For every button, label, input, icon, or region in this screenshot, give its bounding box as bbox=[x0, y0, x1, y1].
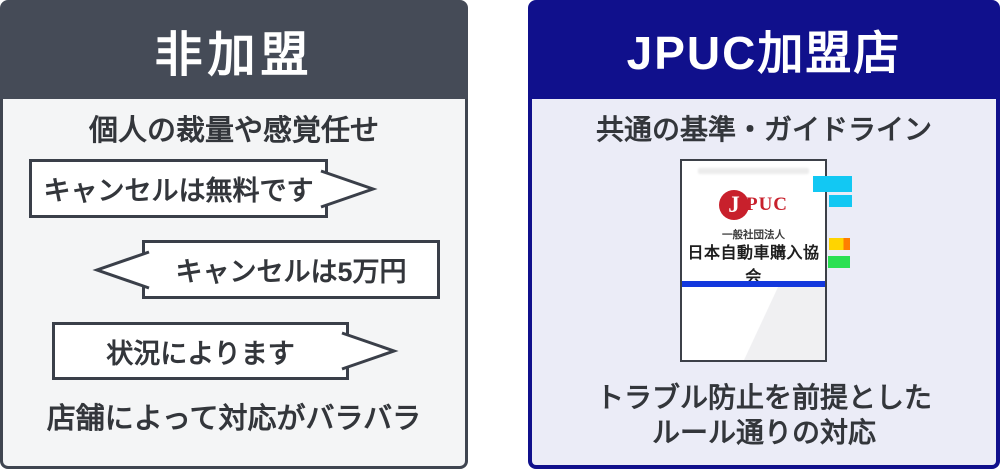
document-blue-band bbox=[682, 281, 825, 287]
speech-tail-left-icon bbox=[92, 250, 150, 289]
non-member-body: 個人の裁量や感覚任せ キャンセルは無料です キャンセルは5万円 状況によります bbox=[0, 99, 468, 469]
speech-bubble-cancel-50000: キャンセルは5万円 bbox=[92, 240, 440, 299]
jpuc-member-body: 共通の基準・ガイドライン J PUC 一般社団法人 日本自動車購入協会 トラブル… bbox=[528, 99, 1000, 469]
sticky-tab-green bbox=[828, 256, 850, 268]
jpuc-member-title: JPUC加盟店 bbox=[626, 26, 902, 79]
non-member-title: 非加盟 bbox=[154, 28, 314, 82]
sticky-tab-cyan-large bbox=[813, 176, 852, 192]
jpuc-member-panel: JPUC加盟店 共通の基準・ガイドライン J PUC 一般社団法人 日本自動車購… bbox=[528, 0, 1000, 469]
non-member-panel: 非加盟 個人の裁量や感覚任せ キャンセルは無料です キャンセルは5万円 状況によ… bbox=[0, 0, 468, 469]
org-type-label: 一般社団法人 bbox=[722, 229, 785, 241]
speech-tail-right-icon bbox=[320, 169, 378, 208]
guideline-document: J PUC 一般社団法人 日本自動車購入協会 bbox=[680, 159, 827, 362]
jpuc-bottom-caption-line2: ルール通りの対応 bbox=[651, 417, 876, 448]
org-name-label: 日本自動車購入協会 bbox=[687, 245, 820, 286]
speech-bubble-cancel-free: キャンセルは無料です bbox=[29, 159, 378, 218]
non-member-header: 非加盟 bbox=[0, 0, 468, 99]
document-lower-area bbox=[682, 286, 825, 360]
jpuc-logo-circle-icon: J bbox=[718, 190, 749, 220]
jpuc-bottom-caption: トラブル防止を前提とした ルール通りの対応 bbox=[532, 380, 996, 450]
jpuc-member-header: JPUC加盟店 bbox=[528, 0, 1000, 99]
document-faint-title bbox=[697, 168, 810, 174]
jpuc-top-caption: 共通の基準・ガイドライン bbox=[595, 114, 932, 145]
speech-bubble-depends: 状況によります bbox=[52, 322, 399, 380]
jpuc-logo: J PUC bbox=[682, 190, 825, 220]
jpuc-logo-text: PUC bbox=[745, 194, 789, 215]
speech-bubble-text: キャンセルは5万円 bbox=[175, 257, 407, 287]
jpuc-bottom-caption-line1: トラブル防止を前提とした bbox=[595, 382, 932, 413]
sticky-tab-cyan-small bbox=[829, 195, 852, 207]
speech-bubble-text: 状況によります bbox=[106, 338, 295, 369]
speech-bubble-text: キャンセルは無料です bbox=[43, 176, 314, 206]
speech-tail-right-icon bbox=[341, 331, 399, 371]
sticky-tab-yellow bbox=[829, 238, 850, 250]
non-member-bottom-caption: 店舗によって対応がバラバラ bbox=[46, 403, 422, 435]
non-member-top-caption: 個人の裁量や感覚任せ bbox=[88, 115, 379, 147]
